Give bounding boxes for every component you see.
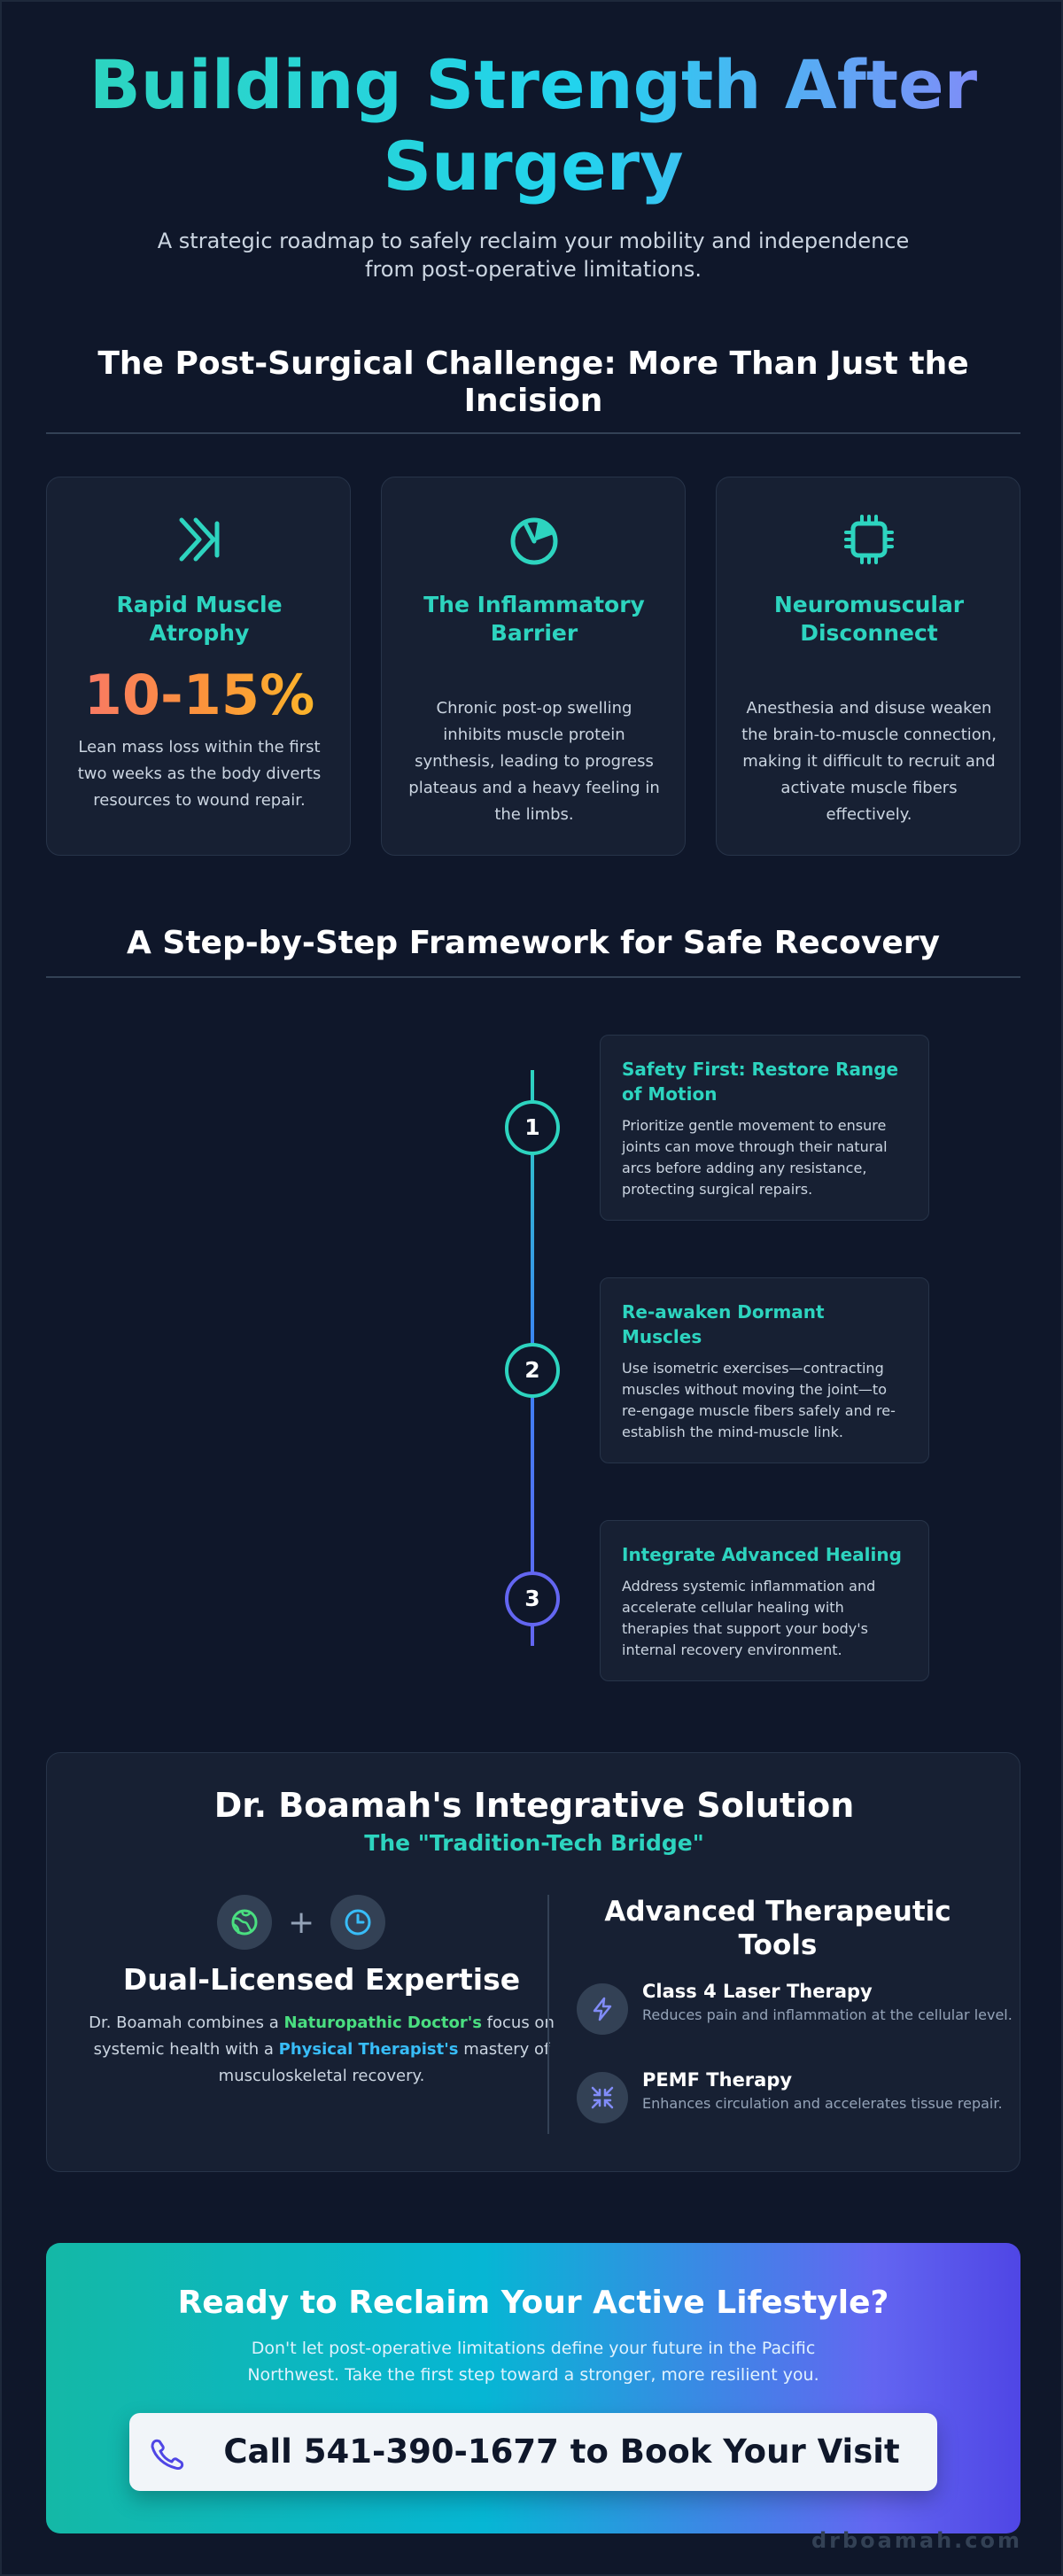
page-subtitle: A strategic roadmap to safely reclaim yo… xyxy=(157,229,910,282)
card-title: Rapid Muscle Atrophy xyxy=(116,592,283,646)
step-description: Use isometric exercises—contracting musc… xyxy=(622,1360,896,1440)
solution-panel: Dr. Boamah's Integrative Solution The "T… xyxy=(46,1752,1020,2172)
cta-banner: Ready to Reclaim Your Active Lifestyle? … xyxy=(46,2243,1020,2533)
card-title: Neuromuscular Disconnect xyxy=(773,592,965,646)
pemf-icon-badge xyxy=(577,2072,628,2123)
step-card-2: Re-awaken Dormant Muscles Use isometric … xyxy=(600,1277,929,1463)
plus-sign: + xyxy=(288,1905,315,1941)
challenge-card-inflammation: The Inflammatory Barrier Chronic post-op… xyxy=(381,477,686,856)
fast-forward-icon xyxy=(179,517,220,562)
physical-therapist-highlight: Physical Therapist's xyxy=(278,2040,459,2059)
tool-description: Enhances circulation and accelerates tis… xyxy=(642,2095,1003,2112)
page-title: Building Strength After Surgery xyxy=(81,44,985,207)
card-title: The Inflammatory Barrier xyxy=(423,592,645,646)
solution-subheading: The "Tradition-Tech Bridge" xyxy=(364,1830,704,1856)
tool-name: Class 4 Laser Therapy xyxy=(642,1981,873,2002)
step-title: Safety First: Restore Range of Motion xyxy=(622,1059,899,1105)
step-card-1: Safety First: Restore Range of Motion Pr… xyxy=(600,1035,929,1221)
step-number-3: 3 xyxy=(505,1571,560,1626)
step-description: Prioritize gentle movement to ensure joi… xyxy=(622,1117,888,1198)
dual-expertise-description: Dr. Boamah combines a Naturopathic Docto… xyxy=(82,2010,561,2090)
tool-description: Reduces pain and inflammation at the cel… xyxy=(642,2006,1013,2023)
call-to-book-button[interactable]: Call 541-390-1677 to Book Your Visit xyxy=(129,2413,937,2491)
lightning-icon xyxy=(593,1997,612,2021)
phone-icon xyxy=(151,2439,184,2470)
card-description: Anesthesia and disuse weaken the brain-t… xyxy=(741,699,997,824)
description-text: mastery of musculoskeletal recovery. xyxy=(218,2040,550,2085)
globe-badge xyxy=(217,1895,272,1950)
cta-heading: Ready to Reclaim Your Active Lifestyle? xyxy=(177,2285,889,2321)
button-label: Call 541-390-1677 to Book Your Visit xyxy=(223,2432,900,2471)
framework-heading: A Step-by-Step Framework for Safe Recove… xyxy=(127,925,940,961)
laser-icon-badge xyxy=(577,1983,628,2035)
clock-icon xyxy=(345,1909,371,1936)
cta-text: Don't let post-operative limitations def… xyxy=(247,2339,819,2385)
dual-expertise-title: Dual-Licensed Expertise xyxy=(122,1962,521,1997)
challenge-card-neuromuscular: Neuromuscular Disconnect Anesthesia and … xyxy=(716,477,1020,856)
challenge-card-atrophy: Rapid Muscle Atrophy 10-15% Lean mass lo… xyxy=(46,477,351,856)
challenge-heading: The Post-Surgical Challenge: More Than J… xyxy=(97,345,969,419)
atrophy-stat: 10-15% xyxy=(47,663,352,727)
clock-badge xyxy=(330,1895,385,1950)
footer-brand: drboamah.com xyxy=(811,2528,1022,2553)
naturopathic-highlight: Naturopathic Doctor's xyxy=(283,2013,482,2032)
card-description: Chronic post-op swelling inhibits muscle… xyxy=(408,699,660,824)
description-text: Dr. Boamah combines a xyxy=(89,2013,284,2032)
chip-icon xyxy=(844,515,894,564)
step-number-2: 2 xyxy=(505,1343,560,1398)
step-title: Re-awaken Dormant Muscles xyxy=(622,1301,825,1347)
tools-title: Advanced Therapeutic Tools xyxy=(604,1896,951,1961)
vertical-divider xyxy=(547,1895,549,2134)
hero-header: Building Strength After Surgery A strate… xyxy=(2,44,1063,283)
step-card-3: Integrate Advanced Healing Address syste… xyxy=(600,1520,929,1681)
section-divider xyxy=(46,976,1020,978)
step-description: Address systemic inflammation and accele… xyxy=(622,1578,876,1658)
card-description: Lean mass loss within the first two week… xyxy=(77,738,322,810)
globe-icon xyxy=(231,1909,258,1936)
compress-arrows-icon xyxy=(591,2086,614,2109)
tool-name: PEMF Therapy xyxy=(642,2069,793,2091)
section-divider xyxy=(46,432,1020,434)
step-title: Integrate Advanced Healing xyxy=(622,1544,902,1565)
step-number-1: 1 xyxy=(505,1100,560,1155)
description-text: focus on systemic health with a xyxy=(93,2013,555,2059)
pie-chart-icon xyxy=(510,517,558,565)
solution-heading: Dr. Boamah's Integrative Solution xyxy=(213,1786,855,1825)
